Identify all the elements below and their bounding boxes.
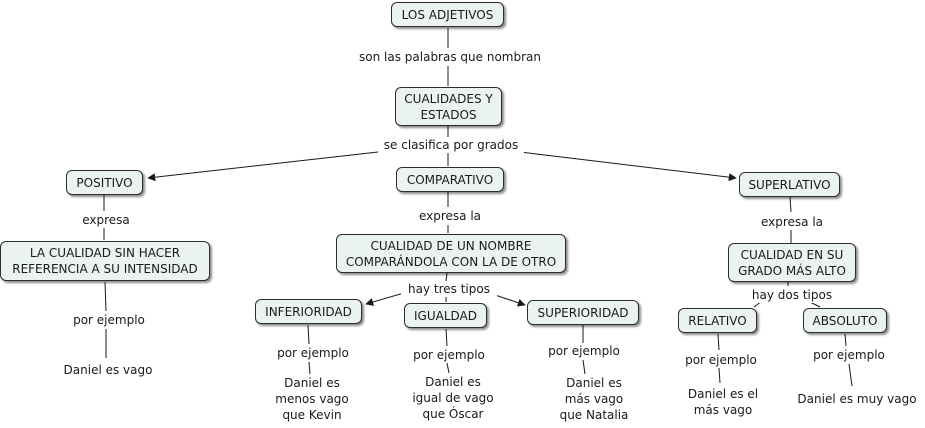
- node-comparativo[interactable]: COMPARATIVO: [396, 167, 504, 192]
- node-inferioridad[interactable]: INFERIORIDAD: [255, 299, 362, 324]
- node-cualidad-grado-mas-alto[interactable]: CUALIDAD EN SU GRADO MÁS ALTO: [728, 243, 856, 282]
- example-relativo: Daniel es el más vago: [677, 386, 769, 418]
- label-son-las-palabras: son las palabras que nombran: [352, 49, 548, 65]
- label-hay-tres-tipos: hay tres tipos: [401, 281, 497, 297]
- node-superlativo[interactable]: SUPERLATIVO: [739, 172, 840, 197]
- node-igualdad[interactable]: IGUALDAD: [404, 303, 487, 328]
- label-se-clasifica-por-grados: se clasifica por grados: [378, 137, 524, 153]
- node-positivo[interactable]: POSITIVO: [66, 170, 143, 195]
- label-por-ejemplo-relativo: por ejemplo: [678, 352, 764, 368]
- example-absoluto: Daniel es muy vago: [789, 391, 925, 407]
- node-los-adjetivos[interactable]: LOS ADJETIVOS: [391, 2, 504, 27]
- node-cualidad-sin-intensidad[interactable]: LA CUALIDAD SIN HACER REFERENCIA A SU IN…: [0, 241, 210, 281]
- label-por-ejemplo-superioridad: por ejemplo: [541, 343, 627, 359]
- example-superioridad: Daniel es más vago que Natalia: [546, 375, 642, 423]
- label-por-ejemplo-absoluto: por ejemplo: [806, 347, 892, 363]
- node-cualidades-y-estados[interactable]: CUALIDADES Y ESTADOS: [395, 87, 502, 126]
- label-expresa-la-superlativo: expresa la: [751, 214, 833, 230]
- label-hay-dos-tipos: hay dos tipos: [746, 287, 838, 303]
- node-superioridad[interactable]: SUPERIORIDAD: [527, 300, 639, 325]
- label-expresa: expresa: [74, 212, 138, 228]
- node-relativo[interactable]: RELATIVO: [678, 308, 757, 333]
- label-por-ejemplo-inferioridad: por ejemplo: [270, 345, 356, 361]
- label-expresa-la-comparativo: expresa la: [409, 208, 491, 224]
- label-por-ejemplo-igualdad: por ejemplo: [406, 347, 492, 363]
- example-positivo: Daniel es vago: [52, 362, 164, 378]
- example-inferioridad: Daniel es menos vago que Kevin: [266, 375, 358, 423]
- label-por-ejemplo-positivo: por ejemplo: [66, 312, 152, 328]
- node-absoluto[interactable]: ABSOLUTO: [803, 308, 887, 333]
- example-igualdad: Daniel es igual de vago que Óscar: [401, 374, 505, 422]
- node-cualidad-comparandola[interactable]: CUALIDAD DE UN NOMBRE COMPARÁNDOLA CON L…: [336, 234, 566, 273]
